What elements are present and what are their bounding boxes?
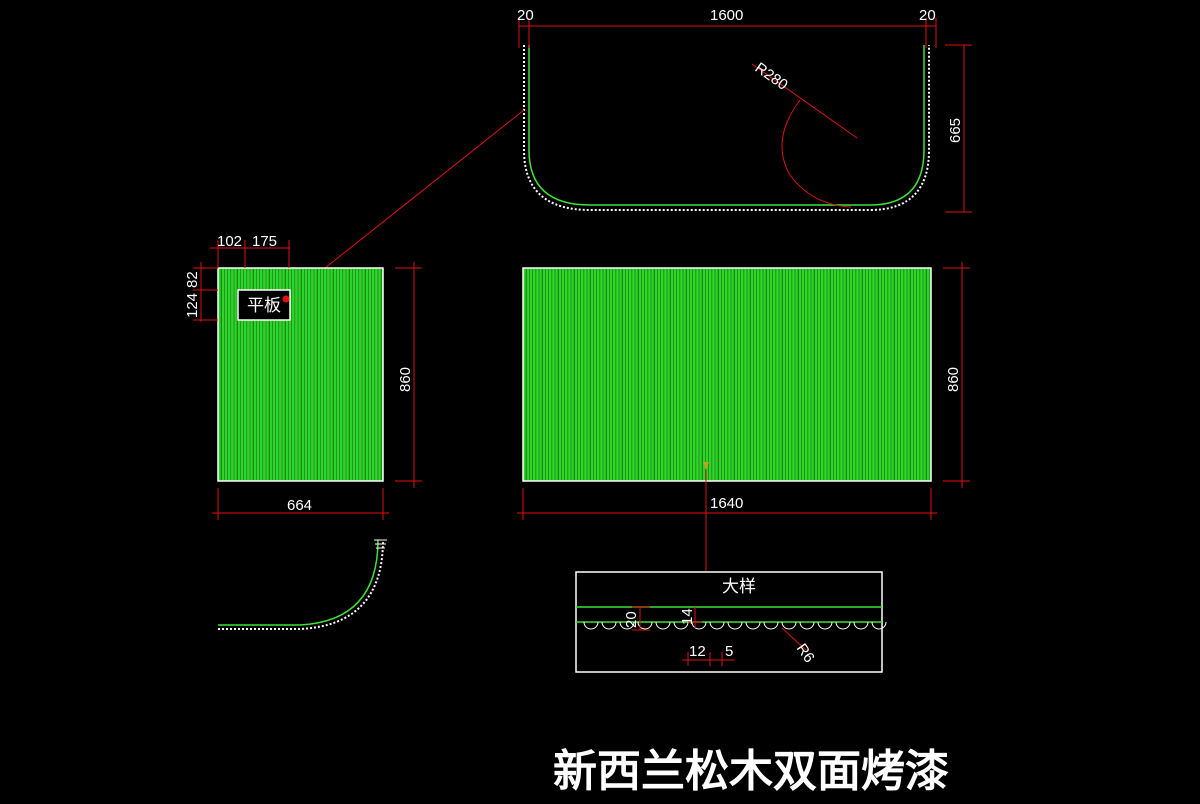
right-panel-outline [522,267,932,482]
groove-arc [691,621,707,630]
groove-arc [853,621,869,630]
detail-view: 大样 20 14 12 5 R6 [575,571,887,673]
drawing-title: 新西兰松木双面烤漆 [553,746,949,797]
left-panel-side-dims [193,262,218,322]
groove-arc [619,621,635,630]
groove-arc [745,621,761,630]
corner-profile [218,539,387,630]
corner-profile-end-ticks [374,539,387,549]
top-dimension [518,18,937,48]
right-panel-fill [523,268,931,481]
detail-dims [632,606,807,666]
left-panel-slats [220,268,382,481]
left-panel: 102 175 124 82 平板 860 664 [184,233,422,520]
groove-arc [601,621,617,630]
radius-annotation [751,63,858,208]
dim-right-height: 860 [945,367,962,392]
right-panel: 860 1640 [517,262,970,594]
groove-arc [673,621,689,630]
groove-arc [799,621,815,630]
dim-left-height: 860 [397,367,414,392]
top-view-inner-profile [528,45,925,206]
groove-arc [763,621,779,630]
dim-top-height: 665 [947,118,964,143]
groove-arc [583,621,599,630]
groove-arc [817,621,833,630]
corner-profile-outer [218,539,384,630]
dim-top-right: 20 [919,7,936,24]
corner-profile-inner [218,539,379,626]
dim-right-width: 1640 [710,495,743,512]
left-panel-top-dims [210,240,290,268]
groove-arc [781,621,797,630]
panel-label-marker [282,295,290,303]
right-panel-height-dim [943,262,970,488]
top-view: 20 1600 20 665 R280 [285,7,972,300]
dim-left-width: 664 [287,497,312,514]
dim-top-width: 1600 [710,7,743,24]
dim-detail-12: 12 [689,643,706,660]
detail-marker [703,462,709,470]
dim-102: 102 [217,233,242,250]
dim-detail-20: 20 [623,611,640,628]
right-panel-slats [525,268,930,481]
groove-arc [727,621,743,630]
dim-124: 124 [184,293,201,318]
dim-175: 175 [252,233,277,250]
dim-top-left: 20 [517,7,534,24]
groove-arc [871,621,887,630]
detail-label: 大样 [722,577,756,597]
panel-label-box [237,289,291,321]
groove-arc [637,621,653,630]
groove-arc [835,621,851,630]
detail-grooves [583,621,887,630]
panel-label: 平板 [247,296,281,316]
left-panel-width-dim [212,488,389,520]
top-view-outer-profile [523,45,930,211]
groove-arc [709,621,725,630]
left-panel-outline [217,267,384,482]
dim-detail-14: 14 [679,608,696,625]
right-panel-width-dim [517,488,937,520]
dim-radius: R280 [752,59,791,93]
height-dimension-top-view [945,44,972,213]
dim-detail-5: 5 [725,643,733,660]
left-panel-height-dim [395,262,422,488]
groove-arc [655,621,671,630]
dim-82: 82 [184,271,201,288]
